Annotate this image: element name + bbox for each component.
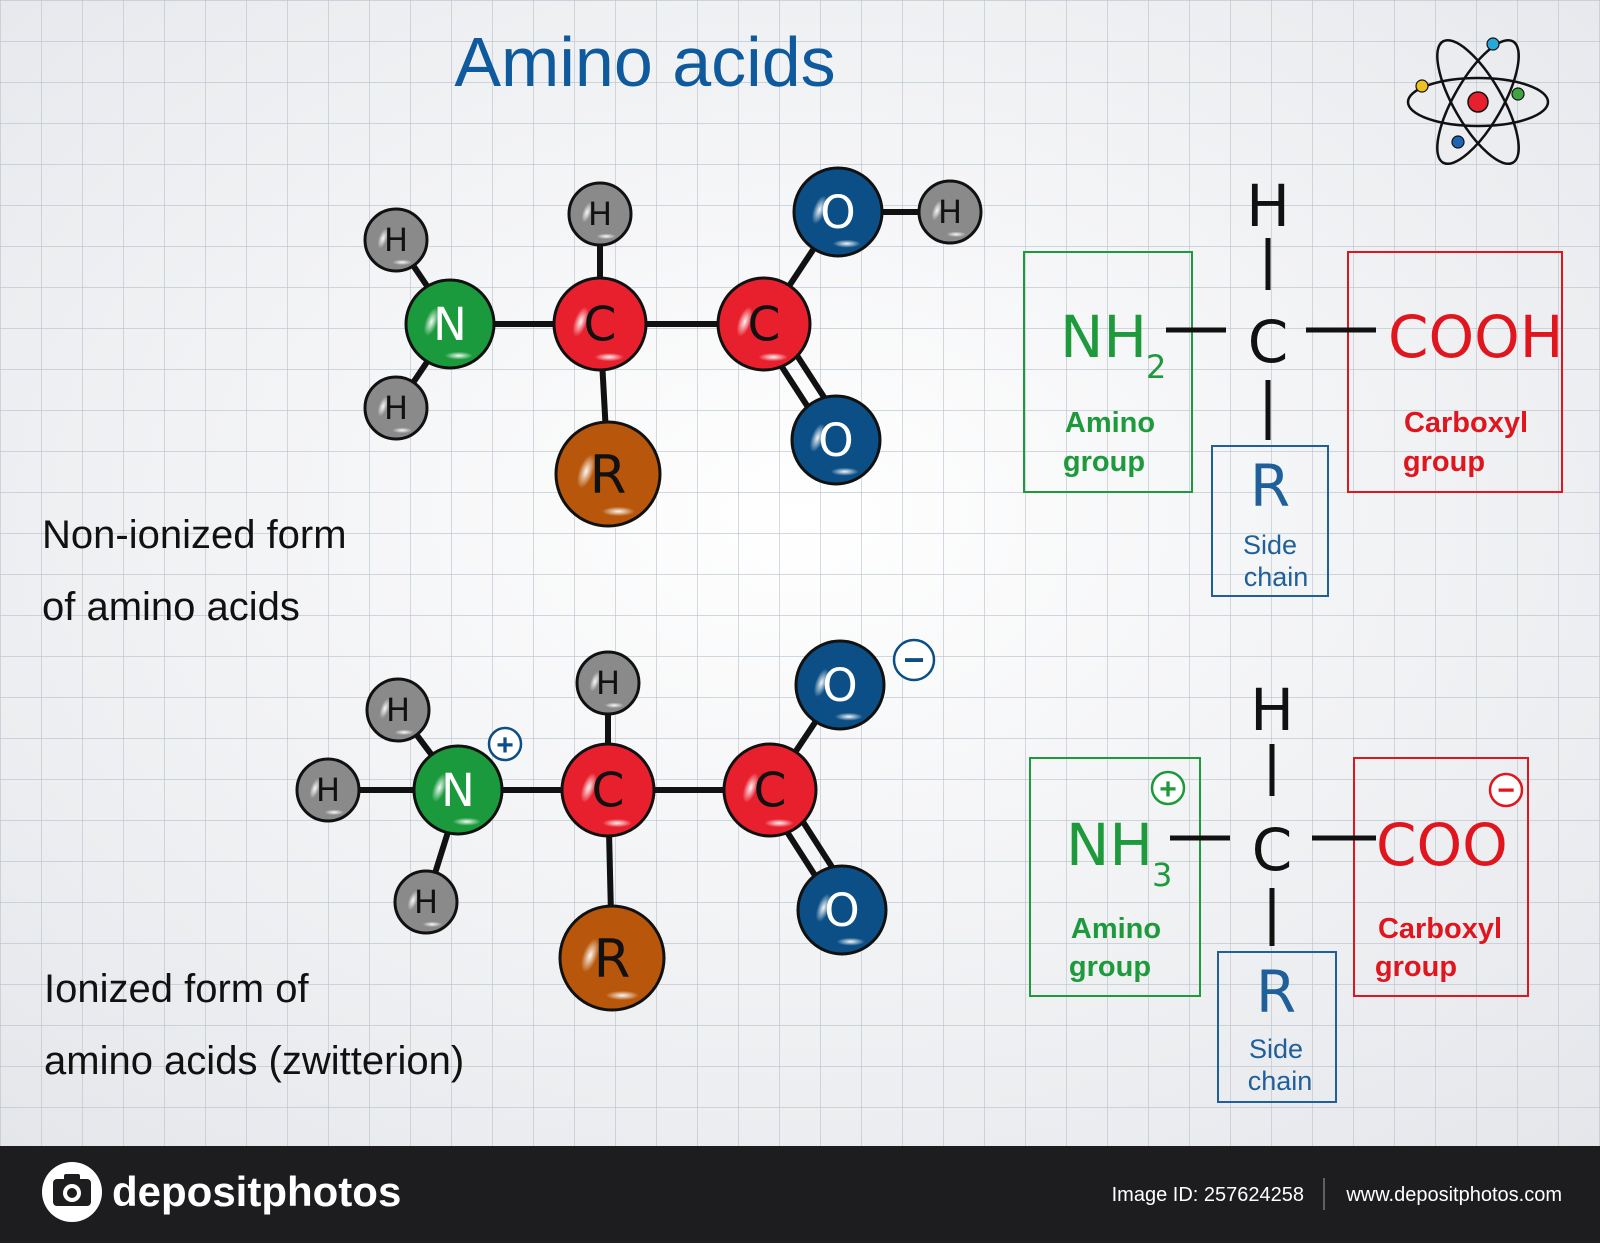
formula-center-c: C bbox=[1248, 308, 1289, 376]
oxygen-atom-label: O bbox=[820, 186, 855, 239]
side-chain-label-1: Side bbox=[1243, 530, 1297, 560]
formula-amino-subscript: 3 bbox=[1152, 856, 1172, 894]
formula-minus-charge: − bbox=[1488, 772, 1524, 808]
svg-text:−: − bbox=[1497, 774, 1515, 807]
nitrogen-atom: N bbox=[412, 744, 504, 836]
carboxyl-group-label-2: group bbox=[1403, 446, 1485, 478]
hydrogen-atom-label: H bbox=[316, 771, 340, 809]
svg-text:+: + bbox=[1159, 773, 1177, 806]
carboxyl-group-box bbox=[1353, 757, 1529, 997]
formula-carboxyl: COOH bbox=[1388, 303, 1563, 371]
caption-non-ionized-line2: of amino acids bbox=[42, 585, 300, 629]
hydrogen-atom-label: H bbox=[384, 389, 408, 427]
footer-image-id: Image ID: 257624258 bbox=[1112, 1184, 1304, 1206]
amino-group-box bbox=[1029, 757, 1201, 997]
hydrogen-atom-label: H bbox=[938, 193, 962, 231]
hydrogen-atom-label: H bbox=[596, 664, 620, 702]
hydrogen-atom: H bbox=[393, 869, 459, 935]
side-chain-label-2: chain bbox=[1248, 1066, 1313, 1096]
formula-plus-charge: + bbox=[1150, 770, 1186, 806]
formula-h: H bbox=[1250, 676, 1294, 744]
formula-amino: NH bbox=[1066, 811, 1153, 879]
hydrogen-atom: H bbox=[917, 179, 983, 245]
formula-amino-subscript: 2 bbox=[1146, 348, 1166, 386]
side-chain-atom-label: R bbox=[590, 445, 627, 506]
side-chain-label-1: Side bbox=[1249, 1034, 1303, 1064]
amino-group-label-2: group bbox=[1063, 446, 1145, 478]
formula-h: H bbox=[1246, 172, 1290, 240]
side-chain-box bbox=[1211, 445, 1329, 597]
amino-group-label-1: Amino bbox=[1071, 913, 1161, 945]
plus-charge-n: + bbox=[487, 726, 523, 762]
carbon-atom-label: C bbox=[584, 298, 617, 353]
carboxyl-group-box bbox=[1347, 251, 1563, 493]
hydrogen-atom: H bbox=[567, 181, 633, 247]
carbon-atom: C bbox=[560, 742, 656, 838]
formula-amino: NH bbox=[1060, 303, 1147, 371]
formula-center-c: C bbox=[1252, 816, 1293, 884]
oxygen-atom: O bbox=[794, 639, 886, 731]
oxygen-atom-label: O bbox=[824, 884, 859, 937]
carbon-atom-label: C bbox=[748, 298, 781, 353]
carbon-atom-label: C bbox=[592, 764, 625, 819]
carboxyl-group-label-1: Carboxyl bbox=[1404, 407, 1528, 439]
amino-group-label-2: group bbox=[1069, 951, 1151, 983]
carbon-atom: C bbox=[722, 742, 818, 838]
hydrogen-atom: H bbox=[363, 207, 429, 273]
oxygen-atom-label: O bbox=[818, 414, 853, 467]
amino-group-label-1: Amino bbox=[1065, 407, 1155, 439]
hydrogen-atom-label: H bbox=[384, 221, 408, 259]
oxygen-atom-label: O bbox=[822, 659, 857, 712]
minus-charge-o: − bbox=[892, 638, 936, 682]
formula-carboxylate: COO bbox=[1376, 811, 1508, 879]
oxygen-atom: O bbox=[796, 864, 888, 956]
carboxyl-group-label-2: group bbox=[1375, 951, 1457, 983]
svg-text:+: + bbox=[496, 729, 514, 762]
camera-logo-icon bbox=[42, 1162, 102, 1222]
nitrogen-atom: N bbox=[404, 278, 496, 370]
side-chain-atom: R bbox=[558, 904, 666, 1012]
atom-icon bbox=[1406, 37, 1550, 166]
nitrogen-atom-label: N bbox=[433, 298, 467, 351]
carbon-atom-label: C bbox=[754, 764, 787, 819]
carboxyl-group-label-1: Carboxyl bbox=[1378, 913, 1502, 945]
carbon-atom: C bbox=[716, 276, 812, 372]
side-chain-box bbox=[1217, 951, 1337, 1103]
amino-group-box bbox=[1023, 251, 1193, 493]
hydrogen-atom-label: H bbox=[386, 691, 410, 729]
caption-ionized-line2: amino acids (zwitterion) bbox=[44, 1039, 464, 1083]
nitrogen-atom-label: N bbox=[441, 764, 475, 817]
hydrogen-atom-label: H bbox=[588, 195, 612, 233]
hydrogen-atom: H bbox=[363, 375, 429, 441]
oxygen-atom: O bbox=[792, 166, 884, 258]
svg-text:−: − bbox=[903, 639, 924, 680]
oxygen-atom: O bbox=[790, 394, 882, 486]
hydrogen-atom: H bbox=[295, 757, 361, 823]
hydrogen-atom: H bbox=[365, 677, 431, 743]
formula-non-ionized: H C NH 2 COOH R Amino group Carboxyl gro… bbox=[1023, 172, 1563, 597]
footer-url[interactable]: www.depositphotos.com bbox=[1345, 1184, 1562, 1206]
carbon-atom: C bbox=[552, 276, 648, 372]
side-chain-label-2: chain bbox=[1244, 562, 1309, 592]
caption-non-ionized-line1: Non-ionized form bbox=[42, 513, 347, 557]
hydrogen-atom: H bbox=[575, 650, 641, 716]
formula-side-r: R bbox=[1256, 958, 1296, 1026]
formula-side-r: R bbox=[1250, 452, 1290, 520]
footer-bar bbox=[0, 1146, 1600, 1243]
footer-brand[interactable]: depositphotos bbox=[112, 1168, 401, 1215]
page-title: Amino acids bbox=[454, 23, 835, 101]
side-chain-atom: R bbox=[554, 420, 662, 528]
hydrogen-atom-label: H bbox=[414, 883, 438, 921]
formula-ionized: H C NH 3 + COO − R Amino group Carboxyl … bbox=[1029, 676, 1529, 1103]
side-chain-atom-label: R bbox=[594, 929, 631, 990]
caption-ionized-line1: Ionized form of bbox=[44, 967, 309, 1011]
